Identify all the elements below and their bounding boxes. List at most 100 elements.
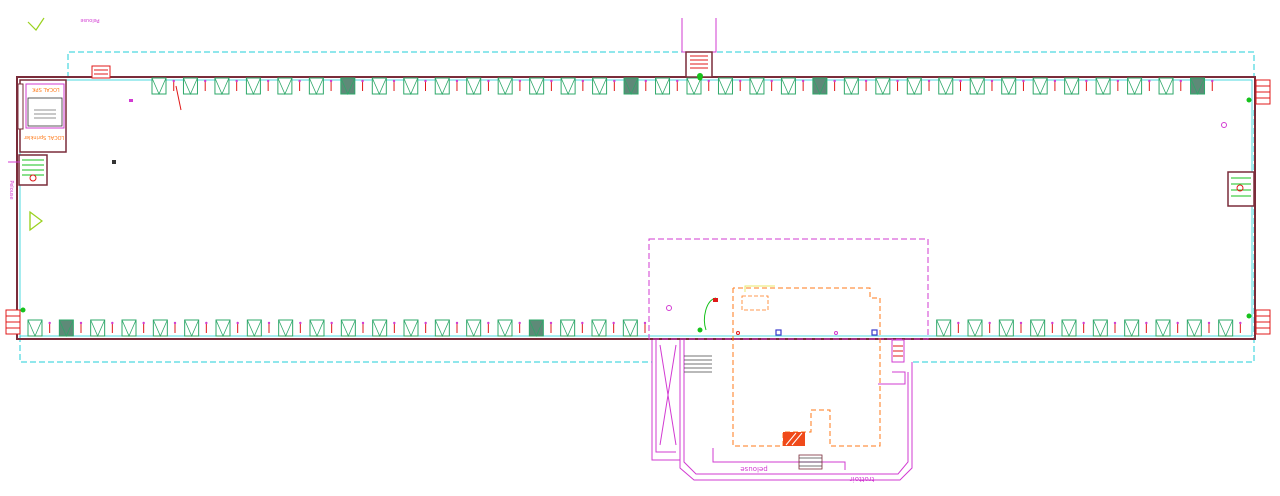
light-marker [1239, 321, 1242, 325]
loading-dock [403, 319, 427, 337]
loading-dock [245, 77, 270, 95]
loading-dock [246, 319, 271, 337]
loading-dock [434, 77, 459, 95]
light-marker [957, 321, 960, 325]
valve-marker [697, 327, 703, 333]
light-marker [1116, 79, 1120, 83]
light-marker [299, 321, 302, 325]
light-marker [79, 321, 83, 325]
loading-dock [277, 77, 301, 95]
light-marker [1022, 79, 1025, 83]
loading-dock [278, 319, 302, 337]
loading-dock [998, 319, 1023, 337]
light-marker [424, 79, 427, 83]
local-1-label: LOCAL SPK [32, 86, 60, 92]
bottom-lawn-label: pelouse [740, 465, 767, 473]
light-marker [298, 79, 301, 83]
light-marker [1179, 79, 1182, 83]
light-marker [361, 79, 364, 83]
loading-dock [434, 319, 459, 337]
loading-dock [466, 77, 490, 95]
light-marker [393, 321, 396, 325]
sidewalk-label: trottoir [850, 475, 874, 483]
loading-dock [1001, 77, 1025, 95]
loading-dock [1064, 77, 1088, 95]
light-marker [487, 79, 490, 83]
light-marker [1019, 321, 1023, 325]
loading-dock [214, 77, 238, 95]
loading-dock [560, 319, 584, 337]
valve-marker [1246, 313, 1252, 319]
light-marker [676, 79, 679, 83]
compass-icon [29, 210, 43, 232]
loading-dock [1095, 77, 1120, 95]
loading-dock [1186, 319, 1211, 337]
loading-dock [308, 77, 333, 95]
left-lawn-label: Pelouse [8, 180, 14, 199]
loading-dock [967, 319, 991, 337]
loading-dock [372, 319, 396, 337]
light-marker [581, 321, 584, 325]
loading-dock [309, 319, 333, 337]
loading-dock [497, 77, 522, 95]
loading-dock [1158, 77, 1182, 95]
building-outline [16, 76, 1256, 340]
light-marker [1148, 79, 1151, 83]
light-marker [518, 321, 521, 325]
north-arrow-icon [27, 17, 45, 31]
loading-dock [27, 319, 51, 337]
loading-dock [1127, 77, 1151, 95]
loading-dock-row-top [20, 75, 1252, 333]
light-marker [48, 321, 51, 325]
light-marker [739, 79, 742, 83]
loading-dock [1124, 319, 1148, 337]
loading-dock [875, 77, 899, 95]
loading-dock [340, 77, 364, 95]
light-marker [173, 321, 177, 325]
light-marker [612, 321, 615, 325]
stair-bottom-right [891, 339, 905, 363]
loading-dock [623, 77, 647, 95]
light-marker [1085, 79, 1088, 83]
light-marker [455, 321, 459, 325]
stair-top-left [91, 65, 111, 79]
light-marker [1053, 79, 1057, 83]
light-marker [330, 321, 333, 325]
light-marker [455, 79, 459, 83]
light-marker [329, 79, 333, 83]
loading-dock [938, 77, 962, 95]
loading-dock [686, 77, 710, 95]
loading-dock [215, 319, 239, 337]
light-marker [707, 79, 710, 83]
light-marker [581, 79, 585, 83]
loading-dock [403, 77, 427, 95]
light-marker [1145, 321, 1148, 325]
loading-dock [152, 319, 177, 337]
loading-dock [843, 77, 868, 95]
left-local-rooms: LOCAL SPK LOCAL Sprinkler [17, 79, 67, 153]
light-marker [518, 79, 522, 83]
loading-dock [655, 77, 679, 95]
loading-dock [182, 77, 207, 95]
loading-dock [1218, 319, 1242, 337]
light-marker [988, 321, 991, 325]
stair-right [1227, 171, 1255, 207]
loading-dock [340, 319, 365, 337]
loading-dock [780, 77, 805, 95]
light-marker [266, 79, 270, 83]
ramp-stairs [684, 355, 823, 470]
loading-dock [371, 77, 396, 95]
light-marker [235, 79, 238, 83]
loading-dock [622, 319, 647, 337]
loading-dock [592, 77, 616, 95]
loading-dock [1155, 319, 1179, 337]
valve-marker [20, 307, 26, 313]
corner-stairs [5, 79, 1271, 335]
loading-dock [936, 319, 960, 337]
light-marker [864, 79, 868, 83]
light-marker [644, 79, 647, 83]
light-marker [643, 321, 647, 325]
loading-dock-row-bottom [27, 319, 1242, 337]
light-marker [361, 321, 365, 325]
